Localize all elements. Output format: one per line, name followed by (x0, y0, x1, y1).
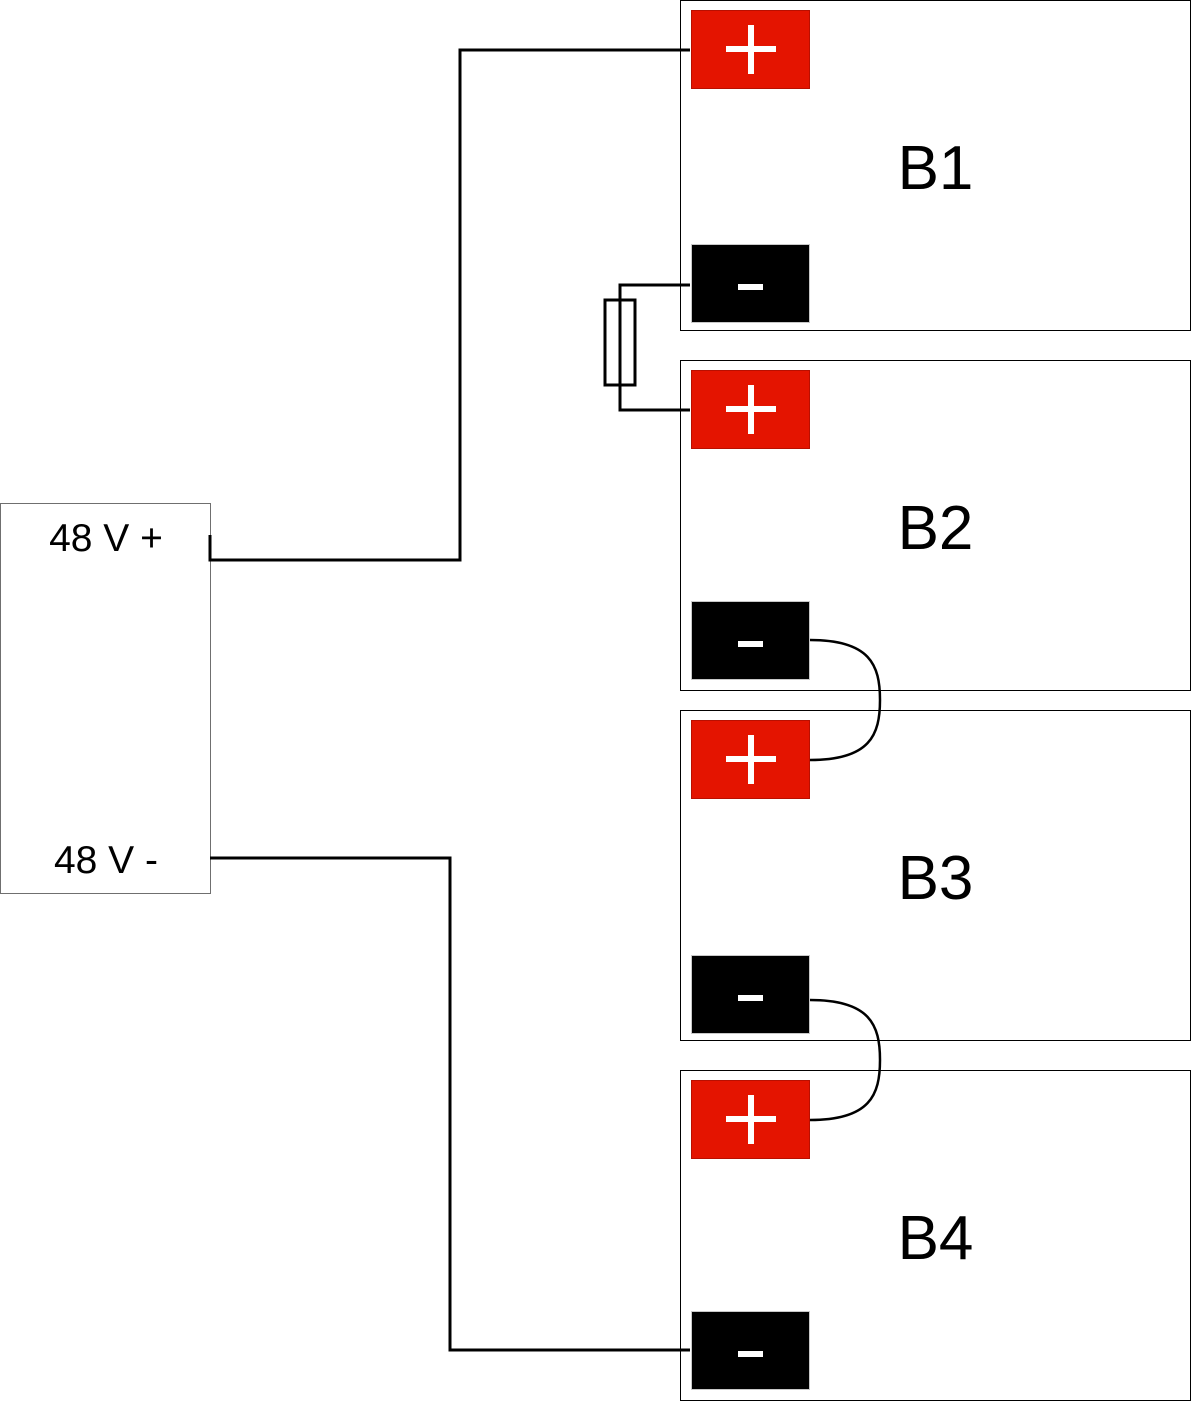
plus-icon (725, 25, 776, 74)
b3-minus-terminal (691, 955, 810, 1034)
b1-plus-terminal (691, 10, 810, 89)
psu-minus-label: 48 V - (53, 839, 159, 882)
battery-b1: B1 (680, 0, 1191, 331)
b4-plus-terminal (691, 1080, 810, 1159)
battery-b1-label: B1 (897, 134, 974, 203)
plus-icon (725, 1095, 776, 1144)
wire-b3-minus-to-b4-plus (809, 998, 882, 1122)
wire-psu-plus-to-b1-plus (208, 48, 690, 562)
minus-icon (738, 640, 763, 647)
psu-plus-label: 48 V + (49, 517, 163, 560)
b4-minus-terminal (691, 1311, 810, 1390)
b3-plus-terminal (691, 720, 810, 799)
minus-icon (738, 1350, 763, 1357)
battery-b4-label: B4 (897, 1204, 974, 1273)
wire-b1-minus-to-b2-plus (618, 283, 690, 412)
battery-b3-label: B3 (897, 844, 974, 913)
plus-icon (725, 735, 776, 784)
battery-b2-label: B2 (897, 494, 974, 563)
minus-icon (738, 283, 763, 290)
battery-b2: B2 (680, 360, 1191, 691)
b2-minus-terminal (691, 601, 810, 680)
plus-icon (725, 385, 776, 434)
power-supply-48v: 48 V + 48 V - (0, 503, 211, 894)
minus-icon (738, 994, 763, 1001)
wire-b2-minus-to-b3-plus (809, 638, 882, 762)
fuse-icon (603, 298, 637, 387)
battery-b3: B3 (680, 710, 1191, 1041)
b2-plus-terminal (691, 370, 810, 449)
wire-b4-minus-to-psu-minus (210, 856, 690, 1352)
battery-b4: B4 (680, 1070, 1191, 1401)
b1-minus-terminal (691, 244, 810, 323)
